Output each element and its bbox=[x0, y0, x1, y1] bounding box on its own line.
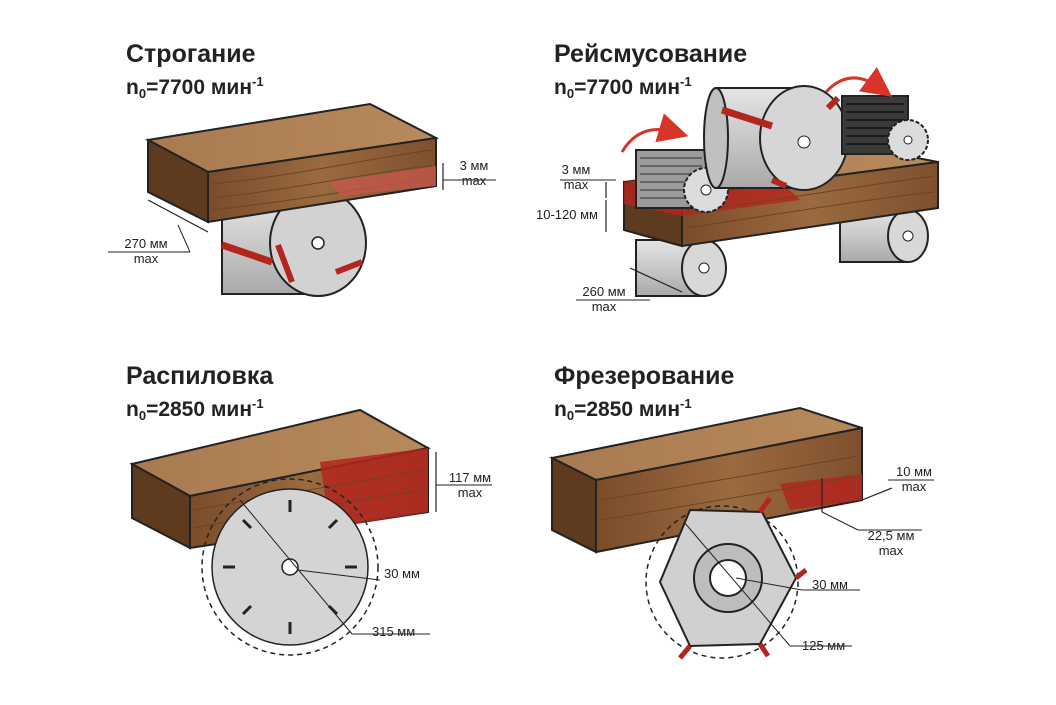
rotation-arrow-icon bbox=[620, 113, 689, 153]
thicknessing-cutter-drum bbox=[703, 85, 849, 191]
thicknessing-lower-rollers bbox=[635, 209, 929, 297]
thicknessing-illustration bbox=[560, 67, 939, 301]
thicknessing-feed-roller-right bbox=[841, 95, 929, 161]
sawing-title: Распиловка bbox=[126, 362, 274, 390]
planing-board bbox=[144, 102, 440, 224]
thicknessing-height-range-label: 10-120 мм bbox=[536, 207, 598, 222]
milling-rpm: n0=2850 мин-1 bbox=[554, 396, 692, 423]
planing-title: Строгание bbox=[126, 40, 256, 68]
planing-cut-zone bbox=[330, 166, 436, 196]
sawing-bore-label: 30 мм bbox=[384, 566, 420, 581]
milling-title: Фрезерование bbox=[554, 362, 735, 390]
thicknessing-feed-roller-left bbox=[635, 149, 729, 213]
sawing-diameter-label: 315 мм bbox=[372, 624, 416, 639]
milling-diameter-label: 125 мм bbox=[802, 638, 846, 653]
sawing-rpm: n0=2850 мин-1 bbox=[126, 396, 264, 423]
milling-cutter bbox=[645, 496, 808, 660]
planing-width-dim-line bbox=[147, 199, 209, 233]
thicknessing-rpm: n0=7700 мин-1 bbox=[554, 74, 692, 101]
planing-illustration bbox=[108, 102, 496, 297]
milling-board bbox=[548, 406, 863, 554]
milling-illustration bbox=[548, 406, 934, 660]
planing-rpm: n0=7700 мин-1 bbox=[126, 74, 264, 101]
milling-bore-label: 30 мм bbox=[812, 577, 848, 592]
sawing-illustration bbox=[129, 408, 492, 656]
rotation-arrow-icon bbox=[824, 67, 893, 97]
sawing-cut-zone bbox=[320, 448, 428, 528]
thicknessing-title: Рейсмусование bbox=[554, 40, 748, 68]
milling-cut-zone bbox=[780, 474, 862, 510]
